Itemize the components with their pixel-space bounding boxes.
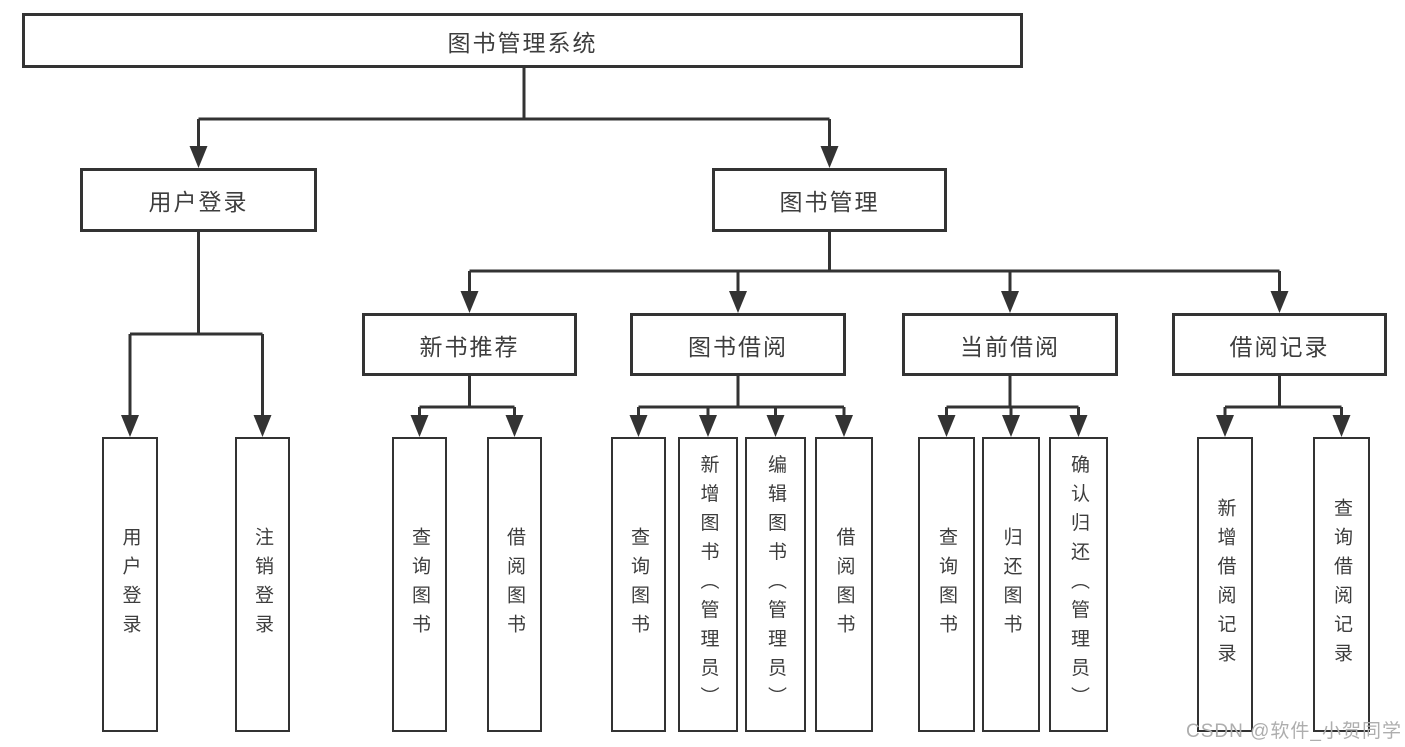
arrowhead — [820, 146, 839, 168]
node-book-management: 图书管理 — [712, 168, 947, 232]
leaf-user-login: 用户登录 — [102, 437, 158, 732]
leaf-label: 查询图书 — [409, 526, 430, 643]
arrowhead — [1216, 415, 1234, 437]
arrowhead — [189, 146, 208, 168]
leaf-label: 借阅图书 — [833, 526, 855, 643]
arrowhead — [410, 415, 429, 437]
node-new-book-recommend: 新书推荐 — [362, 313, 577, 376]
arrowhead — [1332, 415, 1351, 437]
leaf-label: 归还图书 — [1000, 526, 1022, 643]
leaf-br-add-record: 新增借阅记录 — [1197, 437, 1253, 732]
arrowhead — [1270, 291, 1289, 313]
arrowhead — [937, 415, 956, 437]
watermark: CSDN @软件_小贺同学 — [1186, 721, 1402, 742]
leaf-nb-borrow-books: 借阅图书 — [487, 437, 542, 732]
connector — [468, 232, 1281, 295]
leaf-label: 查询借阅记录 — [1331, 497, 1352, 672]
connector — [945, 376, 1080, 421]
leaf-label: 查询图书 — [936, 526, 957, 643]
leaf-br-query-record: 查询借阅记录 — [1313, 437, 1370, 732]
arrowhead — [729, 291, 747, 313]
connector — [637, 376, 846, 421]
arrowhead — [253, 415, 272, 437]
arrowhead — [629, 415, 648, 437]
arrowhead — [1002, 415, 1020, 437]
leaf-bb-edit-book-admin: 编辑图书（管理员） — [745, 437, 806, 732]
leaf-label: 用户登录 — [119, 526, 141, 643]
node-user-login: 用户登录 — [80, 168, 317, 232]
node-borrowing-records: 借阅记录 — [1172, 313, 1387, 376]
leaf-bb-query-books: 查询图书 — [611, 437, 666, 732]
leaf-label: 编辑图书（管理员） — [765, 454, 786, 715]
node-root: 图书管理系统 — [22, 13, 1023, 68]
leaf-label: 查询图书 — [628, 526, 649, 643]
node-current-borrowing: 当前借阅 — [902, 313, 1118, 376]
leaf-bb-borrow-books: 借阅图书 — [815, 437, 873, 732]
arrowhead — [505, 415, 524, 437]
leaf-cb-return-books: 归还图书 — [982, 437, 1040, 732]
arrowhead — [121, 415, 139, 437]
leaf-logout: 注销登录 — [235, 437, 290, 732]
leaf-nb-query-books: 查询图书 — [392, 437, 447, 732]
node-book-borrowing: 图书借阅 — [630, 313, 846, 376]
leaf-bb-add-book-admin: 新增图书（管理员） — [678, 437, 738, 732]
connector — [128, 232, 264, 421]
leaf-label: 新增借阅记录 — [1214, 497, 1236, 672]
connector — [1223, 376, 1343, 421]
leaf-cb-confirm-return-admin: 确认归还（管理员） — [1049, 437, 1108, 732]
leaf-label: 借阅图书 — [504, 526, 525, 643]
arrowhead — [1001, 291, 1019, 313]
connector — [197, 68, 831, 150]
leaf-label: 新增图书（管理员） — [697, 454, 719, 715]
leaf-label: 注销登录 — [252, 526, 273, 643]
leaf-cb-query-books: 查询图书 — [918, 437, 975, 732]
arrowhead — [1069, 415, 1088, 437]
leaf-label: 确认归还（管理员） — [1068, 454, 1089, 715]
arrowhead — [699, 415, 717, 437]
connector — [418, 376, 516, 421]
arrowhead — [460, 291, 479, 313]
arrowhead — [766, 415, 785, 437]
arrowhead — [835, 415, 853, 437]
